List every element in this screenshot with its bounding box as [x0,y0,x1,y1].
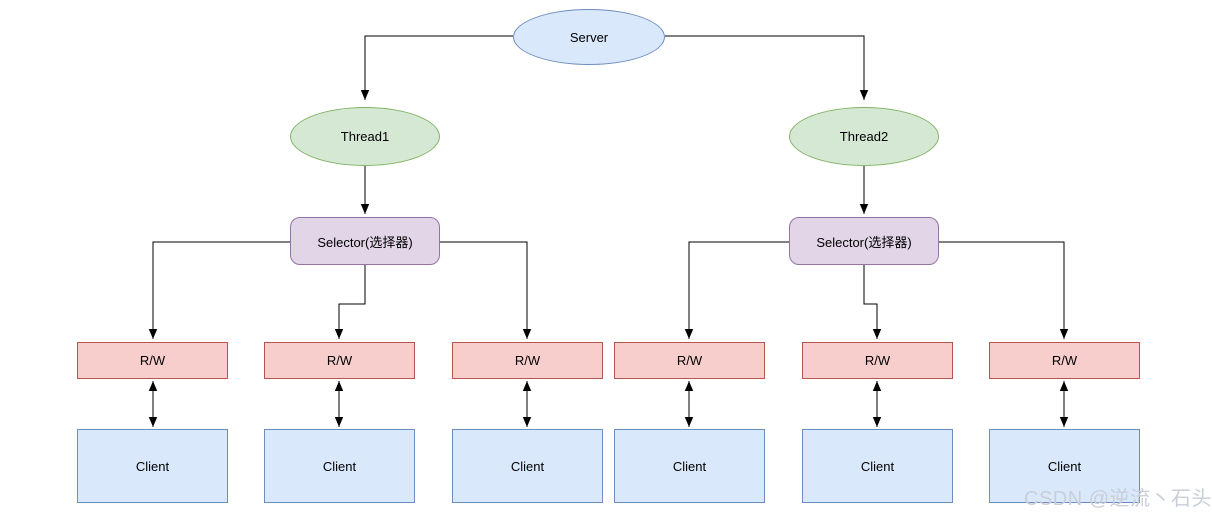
client-box-5: Client [802,429,953,503]
edge-server-to-thread1 [360,35,513,100]
edge-selector1-to-rw1 [148,241,290,339]
rw-box-4: R/W [614,342,765,379]
client-box-3: Client [452,429,603,503]
thread2-node: Thread2 [789,107,939,166]
edge-selector2-to-rw5 [863,265,882,339]
rw-box-5: R/W [802,342,953,379]
thread1-node: Thread1 [290,107,440,166]
rw-box-2: R/W [264,342,415,379]
edge-selector1-to-rw2 [334,265,366,339]
client-box-4: Client [614,429,765,503]
selector2-node: Selector(选择器) [789,217,939,265]
client-box-6: Client [989,429,1140,503]
edge-server-to-thread2 [665,35,869,100]
selector1-node: Selector(选择器) [290,217,440,265]
edge-selector2-to-rw6 [939,241,1069,339]
edge-selector2-to-rw4 [684,241,789,339]
rw-box-3: R/W [452,342,603,379]
server-node: Server [513,9,665,65]
csdn-watermark: CSDN @逆流丶石头 [1024,488,1212,510]
client-box-2: Client [264,429,415,503]
rw-box-1: R/W [77,342,228,379]
edge-selector1-to-rw3 [440,241,532,339]
client-box-1: Client [77,429,228,503]
rw-box-6: R/W [989,342,1140,379]
